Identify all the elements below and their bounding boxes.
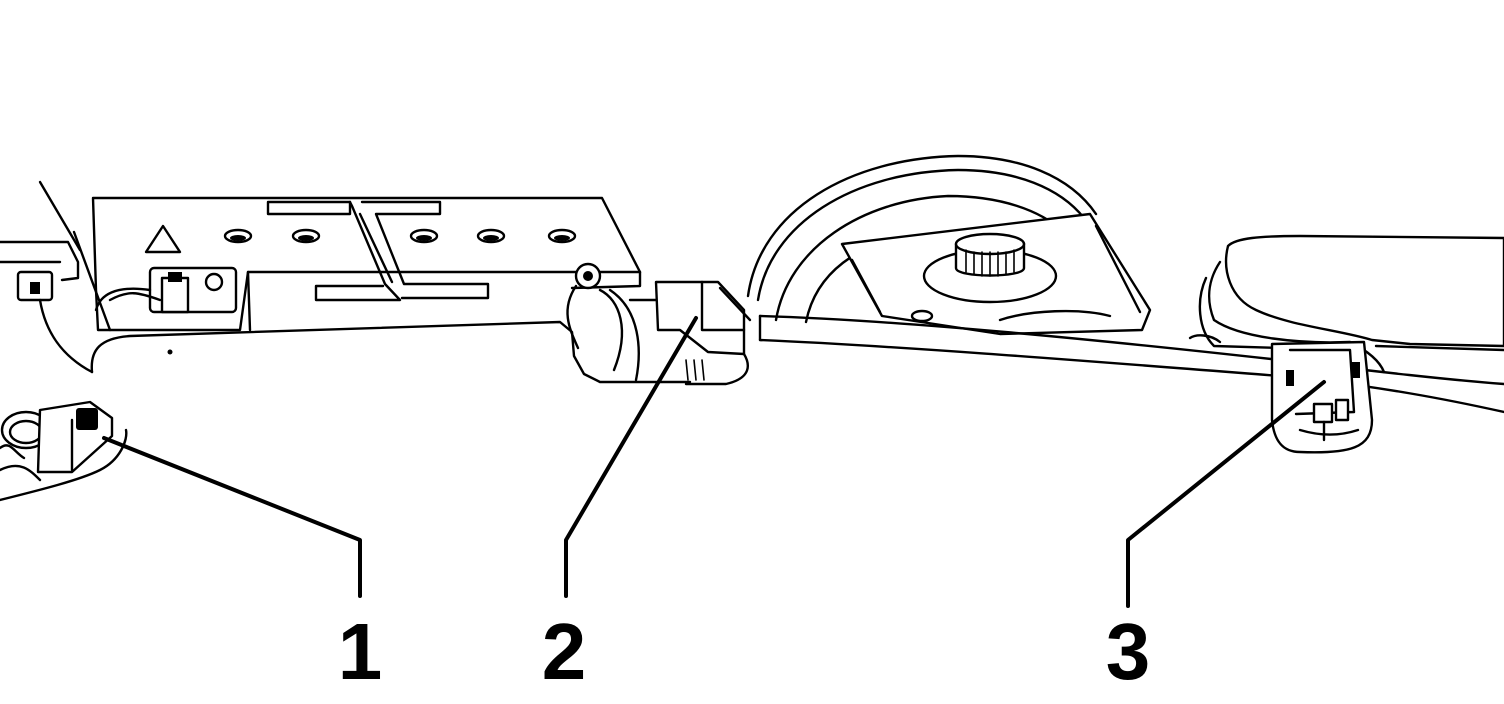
component-2 — [628, 280, 752, 386]
right-trim-panel — [1188, 234, 1504, 374]
leader-lines — [102, 316, 1326, 608]
component-3 — [1270, 340, 1374, 454]
spare-wheel-clamp — [840, 212, 1152, 336]
battery-cell-caps — [223, 228, 577, 244]
leader-line-3 — [1126, 380, 1326, 608]
negative-terminal — [94, 266, 238, 314]
component-1 — [0, 400, 128, 502]
leader-line-1 — [102, 436, 362, 598]
leader-line-2 — [564, 316, 698, 598]
callout-label-1: 1 — [337, 607, 383, 696]
positive-terminal — [566, 262, 640, 382]
floor-panel — [758, 314, 1504, 414]
callout-label-2: 2 — [541, 607, 587, 696]
battery — [72, 196, 642, 382]
callout-label-3: 3 — [1105, 607, 1151, 696]
warning-triangle-icon — [144, 224, 182, 254]
left-frame — [0, 180, 94, 374]
battery-tray — [90, 320, 692, 384]
